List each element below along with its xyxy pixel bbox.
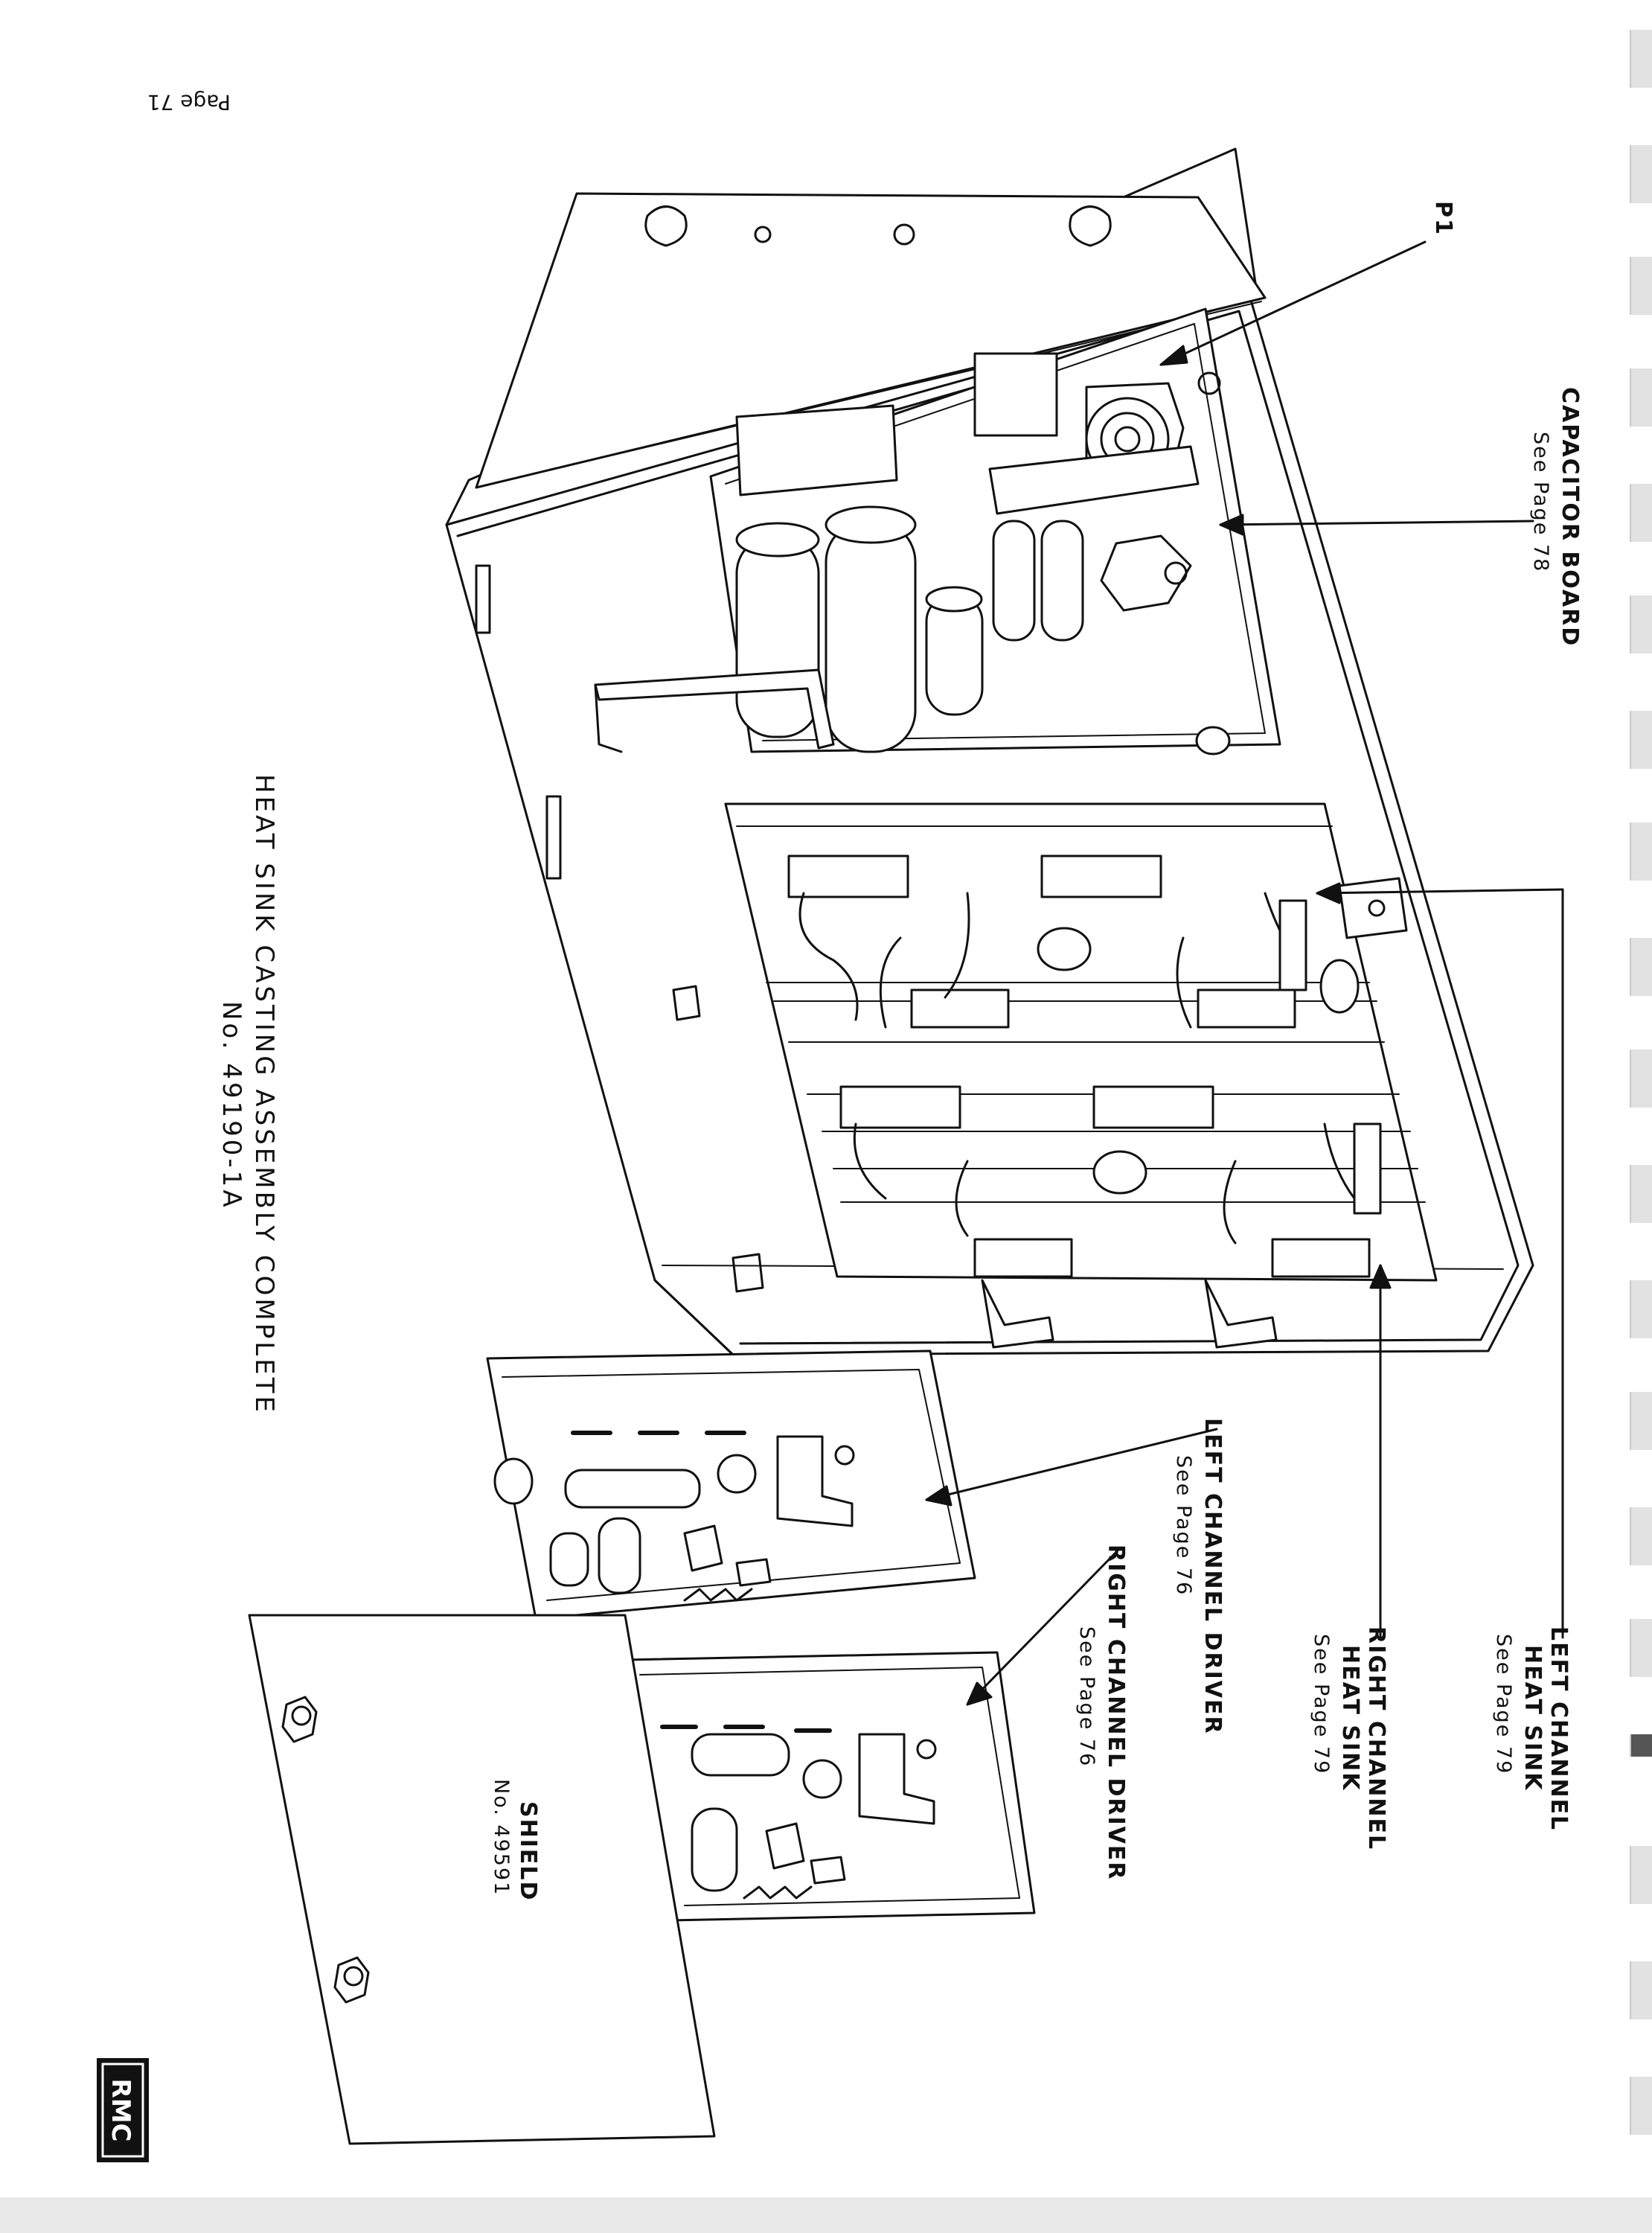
left-channel-driver-callout: LEFT CHANNEL DRIVER See Page 76: [1172, 1418, 1226, 1735]
binder-tab: [1630, 30, 1652, 88]
leader-lines: [925, 240, 1564, 1706]
mounting-slot: [1069, 205, 1112, 247]
binder-tab: [1630, 1050, 1652, 1108]
left-channel-heat-sink-callout: LEFT CHANNEL HEAT SINK See Page 79: [1492, 1626, 1572, 1831]
capacitor-board-callout: CAPACITOR BOARD See Page 78: [1529, 387, 1583, 647]
drawing-title: HEAT SINK CASTING ASSEMBLY COMPLETE No. …: [217, 774, 279, 1415]
binder-tab: [1630, 2077, 1652, 2135]
scan-bottom-edge: [0, 2197, 1652, 2233]
binder-tab: [1630, 1280, 1652, 1338]
left-channel-heat-sink-line2: HEAT SINK: [1520, 1645, 1546, 1792]
right-channel-heat-sink-ref: See Page 79: [1310, 1634, 1333, 1774]
binder-tab: [1630, 1392, 1652, 1450]
power-transistor: [910, 988, 1010, 1029]
capacitor: [1040, 520, 1084, 642]
p1-connector: [973, 352, 1221, 515]
power-transistor: [1271, 1238, 1371, 1278]
p1-label: P1: [1430, 201, 1456, 236]
binder-tab: [1630, 484, 1652, 542]
right-channel-driver-label: RIGHT CHANNEL DRIVER: [1103, 1544, 1129, 1881]
right-channel-driver-board: [624, 1651, 1036, 1922]
left-channel-driver-label: LEFT CHANNEL DRIVER: [1200, 1418, 1226, 1735]
binder-tab: [1630, 145, 1652, 203]
right-channel-driver-ref: See Page 76: [1075, 1626, 1098, 1767]
left-channel-heat-sink-ref: See Page 79: [1492, 1634, 1515, 1774]
shield-plate: [248, 1614, 716, 2145]
capacitor: [691, 1733, 790, 1777]
binder-tab: [1630, 1846, 1652, 1904]
capacitor: [992, 520, 1036, 642]
mounting-bracket: [594, 668, 835, 750]
capacitor: [564, 1469, 701, 1509]
capacitor: [925, 594, 984, 716]
binder-tab: [1630, 1961, 1652, 2019]
power-transistor: [787, 854, 909, 898]
binder-tab-marker: [1630, 1734, 1652, 1757]
rectifier: [1100, 534, 1192, 612]
left-channel-driver-board: [486, 1349, 976, 1620]
shield-number: No. 49591: [490, 1779, 513, 1896]
capacitor: [825, 520, 917, 753]
power-transistor: [1197, 988, 1296, 1029]
binder-tab: [1630, 938, 1652, 996]
shield-label: SHIELD: [515, 1801, 541, 1901]
transformer: [735, 404, 898, 496]
rmc-logo-text: RMC: [106, 2079, 135, 2142]
binder-tab: [1630, 1507, 1652, 1565]
binder-tab: [1630, 1619, 1652, 1677]
right-channel-heat-sink-line2: HEAT SINK: [1337, 1645, 1363, 1792]
capacitor: [735, 534, 820, 738]
thermistor: [1092, 1150, 1147, 1195]
title-line2: No. 49190-1A: [217, 1001, 246, 1210]
rmc-logo: RMC: [97, 2058, 149, 2162]
shield-callout: SHIELD No. 49591: [490, 1779, 541, 1901]
right-channel-heat-sink-callout: RIGHT CHANNEL HEAT SINK See Page 79: [1310, 1626, 1389, 1850]
binder-tab: [1630, 822, 1652, 881]
power-transistor: [839, 1085, 961, 1129]
title-line1: HEAT SINK CASTING ASSEMBLY COMPLETE: [249, 774, 279, 1415]
power-transistor: [1092, 1085, 1214, 1129]
shield-screw: [281, 1696, 318, 1743]
binder-tab: [1630, 368, 1652, 427]
left-channel-heat-sink-line1: LEFT CHANNEL: [1546, 1626, 1572, 1831]
binder-tab: [1630, 1165, 1652, 1223]
page-number: Page 71: [147, 90, 231, 115]
mounting-slot: [644, 205, 688, 247]
shield-screw: [333, 1956, 370, 2004]
capacitor-board-label: CAPACITOR BOARD: [1557, 387, 1583, 647]
right-channel-heat-sink-line1: RIGHT CHANNEL: [1363, 1626, 1389, 1850]
left-channel-driver-ref: See Page 76: [1172, 1455, 1195, 1596]
right-channel-driver-callout: RIGHT CHANNEL DRIVER See Page 76: [1075, 1544, 1129, 1881]
binder-tab: [1630, 711, 1652, 769]
capacitor-board-ref: See Page 78: [1529, 432, 1552, 572]
binder-tab: [1630, 257, 1652, 315]
power-transistor: [1040, 854, 1162, 898]
heat-sink-fins: [724, 802, 1438, 1349]
binder-tab: [1630, 595, 1652, 654]
power-transistor: [973, 1238, 1073, 1278]
thermistor: [1037, 927, 1092, 971]
